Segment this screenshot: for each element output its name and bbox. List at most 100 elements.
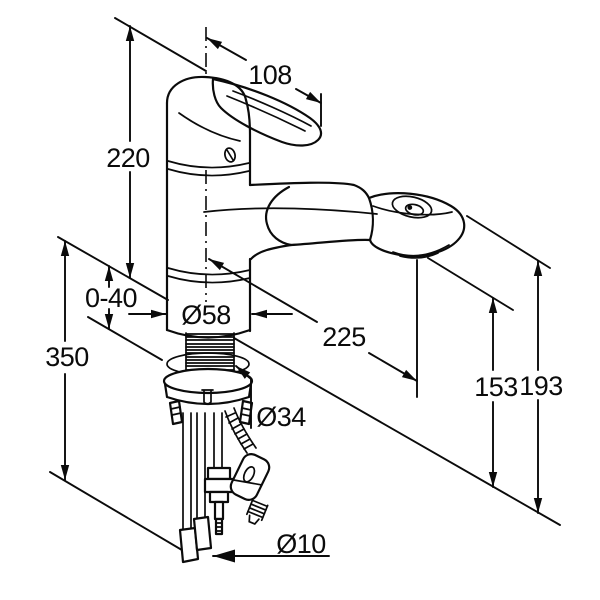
arm-face-line xyxy=(203,207,378,215)
hose-weight xyxy=(229,453,271,501)
dim-153-arrow-bottom xyxy=(488,472,498,487)
dim-58 xyxy=(128,309,293,319)
dim-220-arrow-top xyxy=(125,26,135,41)
flexible-hose xyxy=(224,407,271,525)
flange-disc xyxy=(162,367,254,395)
reference-planes xyxy=(49,17,561,557)
dim-0-40-arrow-bottom xyxy=(104,314,114,329)
dim-label-58: Ø58 xyxy=(181,300,231,330)
valve-segment-1 xyxy=(206,466,232,481)
arm-underside xyxy=(289,238,372,247)
dim-193-arrow-bottom xyxy=(533,498,543,513)
index-button-slash xyxy=(226,149,234,161)
spray-button-outer xyxy=(391,195,433,219)
dim-350-arrow-top xyxy=(60,241,70,256)
dim-label-220: 220 xyxy=(106,143,150,173)
supply-pipe-right xyxy=(192,412,213,552)
hose-weight-band xyxy=(232,479,263,486)
arm-top-edge xyxy=(248,181,371,200)
counter-bottom-plane-line xyxy=(87,316,163,361)
dim-label-193: 193 xyxy=(519,371,563,401)
hose-end-plane-line xyxy=(49,471,193,557)
dimensions xyxy=(60,25,551,563)
dim-193 xyxy=(466,215,551,514)
lever-blade-outline xyxy=(211,77,323,147)
arm-body-fillet xyxy=(249,243,293,261)
dim-108-arrow-right xyxy=(305,91,321,103)
arm-left-hook xyxy=(265,185,293,247)
dim-label-350: 350 xyxy=(45,342,89,372)
dim-153-ext-line xyxy=(427,257,514,311)
handle-lever xyxy=(165,75,323,147)
dim-label-225: 225 xyxy=(322,322,366,352)
flange-center-screw xyxy=(201,389,214,405)
mounting-stud-right-threads xyxy=(240,407,252,417)
valve-segment-3 xyxy=(208,490,230,504)
dim-153-arrow-top xyxy=(488,298,498,313)
dim-34-arrow xyxy=(236,366,251,379)
mounting-flange xyxy=(162,352,254,426)
dim-193-ext-line xyxy=(466,215,551,269)
dim-108-arrow-left xyxy=(207,38,223,50)
lever-blade-rim xyxy=(226,90,312,132)
hose-thread-lines xyxy=(247,499,269,519)
check-valve-assembly xyxy=(203,412,235,536)
mounting-stud-left-threads xyxy=(170,406,182,416)
dim-label-10: Ø10 xyxy=(276,529,326,559)
dim-label-153: 153 xyxy=(474,372,518,402)
dim-350 xyxy=(60,240,70,481)
valve-segment-2 xyxy=(203,477,235,494)
dim-0-40 xyxy=(104,265,114,330)
dim-34 xyxy=(235,365,252,429)
hose-corrugations xyxy=(225,412,254,450)
dome-contour-line xyxy=(178,112,241,142)
top-plane-line xyxy=(114,17,207,72)
valve-tip-threads xyxy=(215,522,223,532)
dim-label-108: 108 xyxy=(248,60,292,90)
pipe-right-end-cap xyxy=(192,515,213,552)
dim-220-arrow-bottom xyxy=(125,263,135,278)
dim-label-34: Ø34 xyxy=(256,402,306,432)
dim-108 xyxy=(206,37,322,127)
aerator-rim xyxy=(392,244,450,259)
dim-225-arrow-left xyxy=(209,259,225,271)
pipe-left-lines xyxy=(182,412,192,532)
valve-stem-lower xyxy=(213,500,225,521)
dim-193-arrow-top xyxy=(533,261,543,276)
dim-10-arrow xyxy=(213,549,235,563)
spout-arm xyxy=(203,181,378,261)
pipe-left-end-cap xyxy=(178,526,200,564)
dim-220 xyxy=(125,25,135,279)
dim-10 xyxy=(212,549,330,563)
dim-225-line xyxy=(208,258,418,382)
dim-0-40-arrow-top xyxy=(104,266,114,281)
hose-outline xyxy=(224,407,257,454)
faucet-artwork xyxy=(162,75,466,564)
spray-head-joint-arc xyxy=(367,196,374,242)
body-right-upper-edge xyxy=(244,98,252,187)
dim-225 xyxy=(208,258,418,398)
valve-stem-lines xyxy=(213,412,223,469)
dim-58-arrow-right xyxy=(252,309,267,319)
pipe-right-lines xyxy=(196,412,206,520)
dim-58-arrow-left xyxy=(151,309,166,319)
handle-dome xyxy=(165,75,248,105)
supply-pipe-left xyxy=(178,412,200,564)
counter-top-plane-line xyxy=(57,236,561,526)
hose-thread-end xyxy=(245,498,269,525)
spray-button-inner xyxy=(404,203,425,216)
spray-button-dot xyxy=(407,205,413,210)
dimension-labels: 108 220 0-40 Ø58 225 350 153 193 Ø34 Ø10 xyxy=(45,60,563,559)
spray-head xyxy=(367,192,466,259)
dim-225-arrow-right xyxy=(401,369,417,381)
spray-button xyxy=(391,195,433,219)
spray-head-top-face-line xyxy=(372,205,453,216)
index-button xyxy=(224,147,236,163)
spray-head-outline xyxy=(367,192,466,258)
hose-weight-body xyxy=(229,453,271,501)
body-groove-rings xyxy=(167,160,251,284)
mounting-stud-right xyxy=(238,399,254,426)
dim-153 xyxy=(427,257,514,488)
